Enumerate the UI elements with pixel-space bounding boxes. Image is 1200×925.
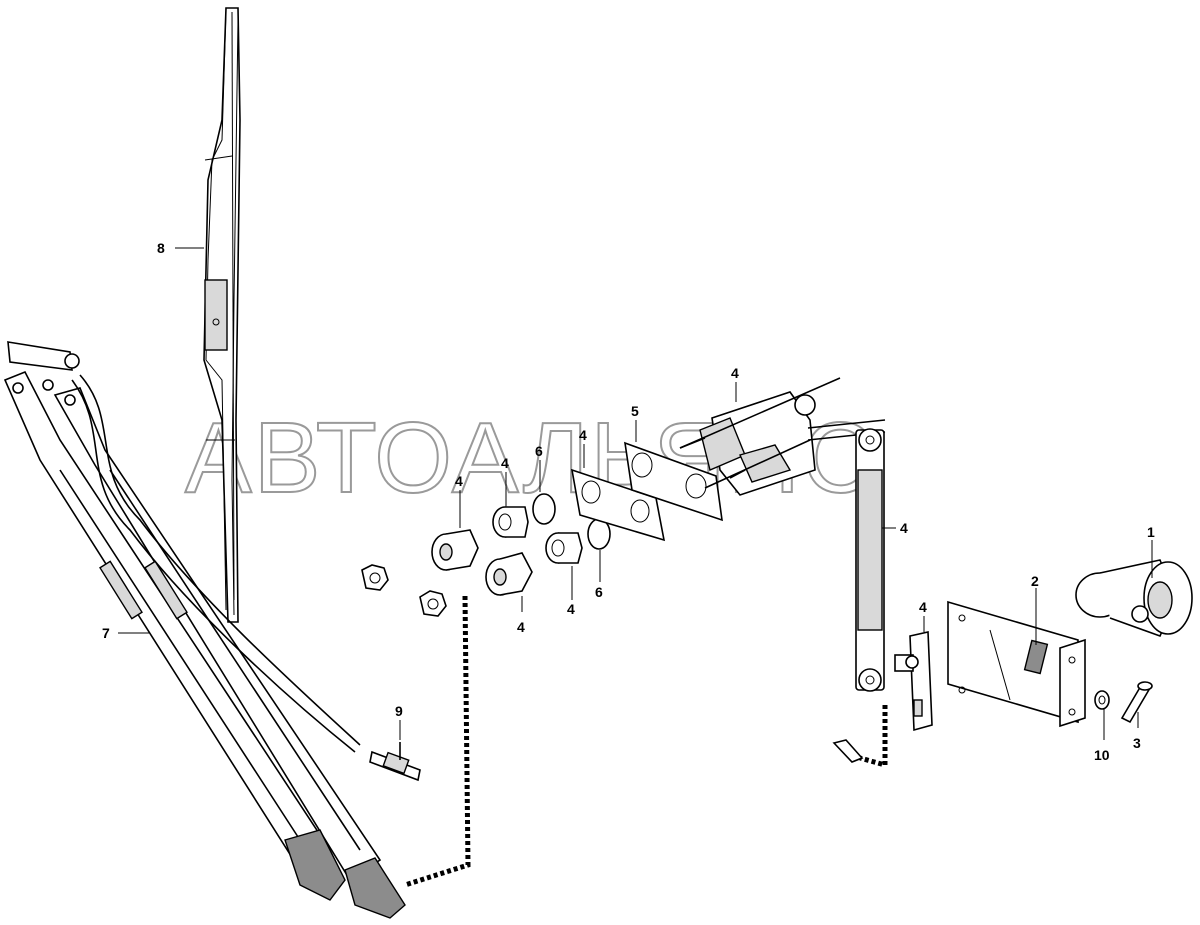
wiper-blade (203, 7, 241, 623)
nut-upper (361, 564, 389, 591)
bushing-large-upper (431, 529, 479, 571)
callout-10: 10 (1094, 747, 1110, 763)
plate-gasket (570, 468, 666, 542)
callout-2: 2 (1031, 573, 1039, 589)
callout-3: 3 (1133, 735, 1141, 751)
hose-connector (369, 742, 421, 782)
callout-4-rod: 4 (900, 520, 908, 536)
assembly-centerline (404, 595, 471, 888)
callout-1: 1 (1147, 524, 1155, 540)
callout-8: 8 (157, 240, 165, 256)
sleeve-upper (492, 506, 529, 538)
plate-shim (624, 441, 723, 522)
screw (1120, 681, 1153, 724)
leader-lines (118, 247, 1153, 740)
rod-centerline (859, 705, 888, 769)
callout-4-plate: 4 (579, 427, 587, 443)
nut-lower (419, 590, 447, 617)
callout-6-upper: 6 (535, 443, 543, 459)
crank-arm (894, 631, 933, 732)
screw-rod (832, 739, 864, 763)
washer (1094, 690, 1110, 710)
callout-4-bushing: 4 (455, 473, 463, 489)
callout-7: 7 (102, 625, 110, 641)
link-rod (807, 419, 886, 692)
callout-4-sleeve: 4 (501, 455, 509, 471)
bushing-large-lower (485, 552, 533, 596)
motor-bracket (947, 600, 1086, 728)
o-ring-upper (532, 493, 556, 525)
callout-4-lower-bushing: 4 (517, 619, 525, 635)
callout-4-bracket: 4 (731, 365, 739, 381)
callout-6-lower: 6 (595, 584, 603, 600)
callout-4-crank: 4 (919, 599, 927, 615)
pivot-bracket (679, 377, 841, 496)
callout-9: 9 (395, 703, 403, 719)
callout-4-lower-sleeve: 4 (567, 601, 575, 617)
sleeve-lower (545, 532, 583, 564)
wiper-motor (1075, 559, 1193, 638)
callout-5: 5 (631, 403, 639, 419)
wiper-arm-assembly (3, 341, 406, 919)
callout-labels: 1 2 3 10 8 7 9 4 5 4 6 4 4 4 4 6 4 4 (102, 240, 1155, 763)
